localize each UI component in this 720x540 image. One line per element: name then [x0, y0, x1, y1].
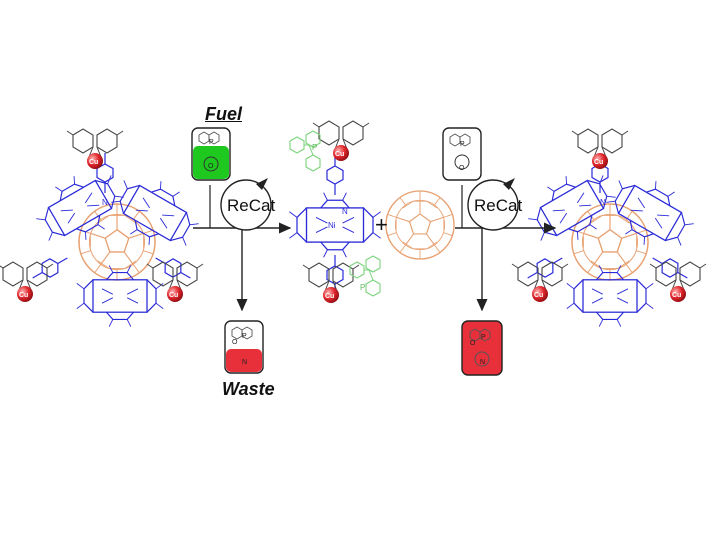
atom-label-p-fuel: P — [209, 139, 214, 146]
fuel-cartridge — [191, 127, 231, 181]
atom-label-cu-left-right: Cu — [169, 292, 178, 299]
fuel-label: Fuel — [205, 104, 243, 124]
atom-label-cu-right-right: Cu — [672, 292, 681, 299]
right-cage-fullerene — [571, 203, 649, 281]
right-cage-linker-right — [648, 250, 692, 286]
bottom-right-waste-cartridge — [461, 320, 503, 376]
recat-cycle-1 — [220, 178, 272, 231]
atom-label-o-bottom-right: O — [470, 340, 476, 347]
atom-label-cu-center-bottom: Cu — [325, 293, 334, 300]
atom-label-cu-right-top: Cu — [594, 159, 603, 166]
left-cage-fullerene — [78, 203, 156, 281]
recat-cycle-2 — [467, 178, 519, 231]
recat-label-2: ReCat — [474, 196, 523, 215]
top-right-cartridge — [442, 127, 482, 181]
waste-cartridge — [224, 320, 264, 374]
waste-label: Waste — [222, 379, 275, 399]
atom-label-p-top-right: P — [460, 141, 465, 148]
atom-label-o-fuel: O — [208, 163, 214, 170]
atom-label-n-center: N — [342, 207, 348, 216]
atom-label-n-left-cage: N — [102, 198, 108, 207]
center-linker-top — [326, 154, 344, 196]
left-cage-porphyrin-bottom — [76, 264, 164, 328]
atom-label-p-bottom-right: P — [481, 334, 486, 341]
center-porphyrin-complex — [288, 120, 382, 304]
atom-label-ni-center: Ni — [328, 221, 336, 230]
atom-label-cu-right-left: Cu — [534, 292, 543, 299]
atom-label-p-center-bottom: P — [360, 283, 365, 292]
atom-label-o-waste: O — [232, 339, 238, 346]
atom-label-n-bottom-right: N — [480, 359, 485, 366]
atom-label-n-right-cage: N — [600, 198, 606, 207]
atom-label-n-waste: N — [242, 359, 247, 366]
plus-sign: + — [375, 212, 388, 237]
atom-label-p-center-top: P — [312, 143, 317, 152]
free-fullerene — [385, 190, 455, 260]
atom-label-p-waste: P — [242, 333, 247, 340]
right-cage-porphyrin-right — [596, 164, 704, 262]
atom-label-o-top-right: O — [459, 165, 465, 172]
recat-label-1: ReCat — [227, 196, 276, 215]
left-cage-linker-left — [28, 250, 72, 286]
atom-label-cu-left-top: Cu — [89, 159, 98, 166]
atom-label-cu-left-left: Cu — [19, 292, 28, 299]
right-cage-linker-left — [523, 250, 567, 286]
atom-label-cu-center-top: Cu — [335, 151, 344, 158]
